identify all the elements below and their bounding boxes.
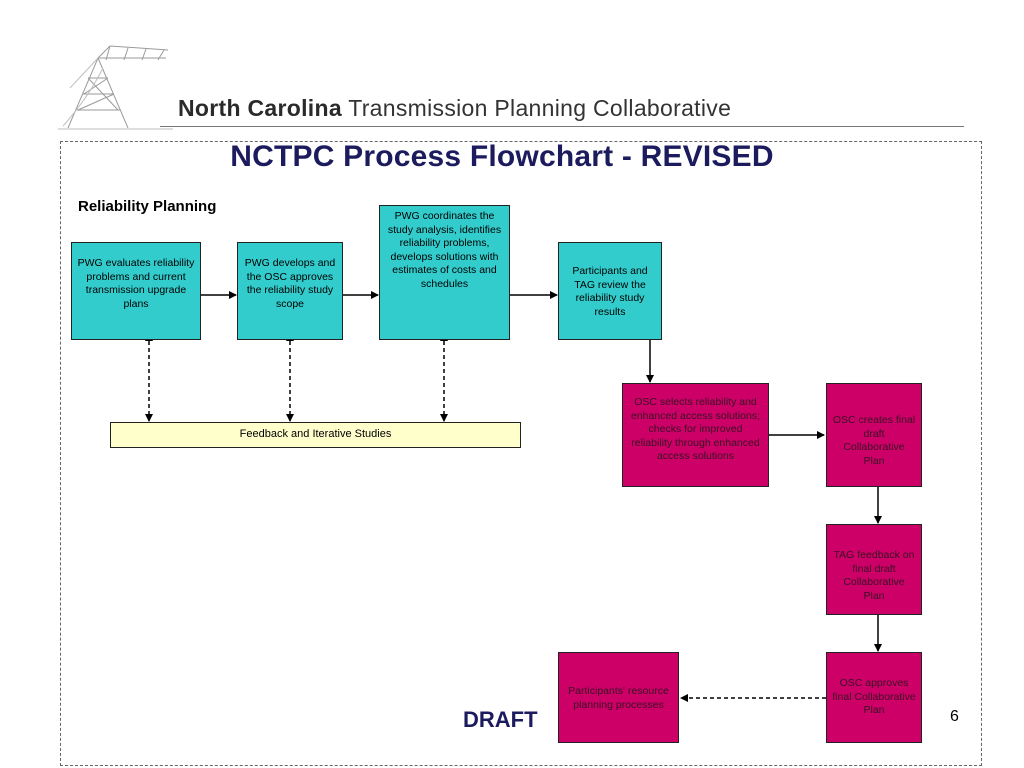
node-participants-resource: Participants' resource planning processe… [558,652,679,743]
node-feedback-label: Feedback and Iterative Studies [239,428,392,441]
page-number: 6 [950,708,959,725]
node-participants-resource-label: Participants' resource planning processe… [568,685,669,711]
node-tag-feedback-label: TAG feedback on final draft Collaborativ… [833,549,915,602]
section-heading: Reliability Planning [78,198,217,215]
node-pwg-coordinates: PWG coordinates the study analysis, iden… [379,205,510,340]
node-osc-selects: OSC selects reliability and enhanced acc… [622,383,769,487]
node-osc-selects-label: OSC selects reliability and enhanced acc… [631,396,760,462]
node-feedback-iterative-studies: Feedback and Iterative Studies [110,422,521,448]
node-pwg-evaluates-label: PWG evaluates reliability problems and c… [77,257,195,310]
node-pwg-evaluates: PWG evaluates reliability problems and c… [71,242,201,340]
node-osc-approves: OSC approves final Collaborative Plan [826,652,922,743]
organization-name: North Carolina Transmission Planning Col… [178,95,731,122]
node-osc-creates-label: OSC creates final draft Collaborative Pl… [832,414,916,467]
header-divider [160,126,964,127]
slide-title: NCTPC Process Flowchart - REVISED [230,140,774,173]
node-pwg-develops: PWG develops and the OSC approves the re… [237,242,343,340]
organization-name-rest: Transmission Planning Collaborative [348,95,732,121]
node-osc-creates: OSC creates final draft Collaborative Pl… [826,383,922,487]
transmission-tower-icon [58,45,173,130]
node-osc-approves-label: OSC approves final Collaborative Plan [832,677,916,716]
node-participants-review: Participants and TAG review the reliabil… [558,242,662,340]
node-pwg-coordinates-label: PWG coordinates the study analysis, iden… [387,210,502,290]
content-frame [60,141,982,766]
node-pwg-develops-label: PWG develops and the OSC approves the re… [244,257,336,310]
draft-watermark: DRAFT [463,707,538,732]
organization-name-bold: North Carolina [178,95,342,121]
node-tag-feedback: TAG feedback on final draft Collaborativ… [826,524,922,615]
node-participants-review-label: Participants and TAG review the reliabil… [572,265,648,318]
